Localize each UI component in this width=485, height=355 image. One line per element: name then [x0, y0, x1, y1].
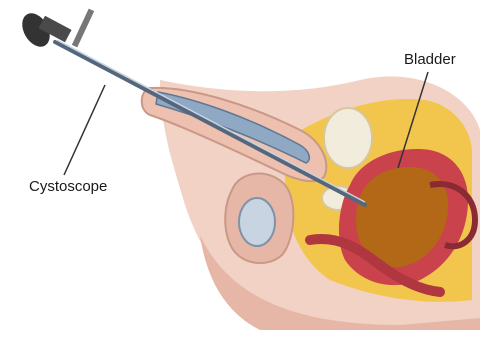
cystoscope-eyepiece [17, 8, 95, 51]
testis [239, 198, 275, 246]
pubic-bone [324, 108, 372, 168]
cystoscope-label: Cystoscope [29, 178, 107, 195]
bladder-label: Bladder [404, 51, 456, 68]
cystoscope-leader-line [64, 85, 105, 175]
